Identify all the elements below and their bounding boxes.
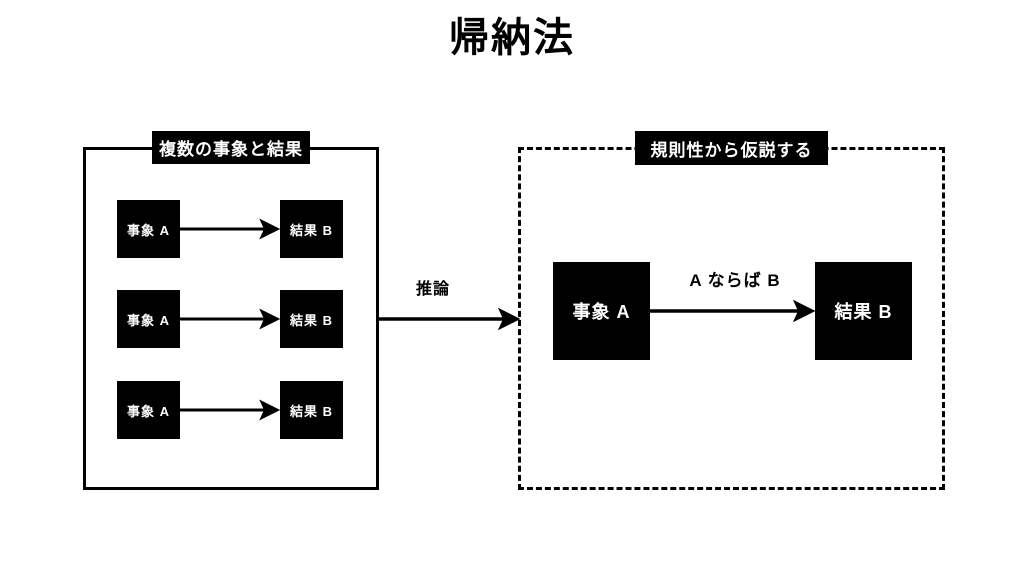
node-effect-1: 結果 B [280,200,343,258]
panel-hypothesis-header: 規則性から仮説する [635,131,828,165]
hypothesis-arrow-label: A ならば B [689,271,781,290]
node-cause-hypothesis: 事象 A [553,262,650,360]
node-cause-2: 事象 A [117,290,180,348]
node-effect-hypothesis: 結果 B [815,262,912,360]
node-cause-3: 事象 A [117,381,180,439]
panel-observations-header: 複数の事象と結果 [152,131,310,164]
node-effect-2: 結果 B [280,290,343,348]
node-cause-1: 事象 A [117,200,180,258]
connector-arrow-label: 推論 [415,281,450,298]
page-title: 帰納法 [449,16,575,60]
node-effect-3: 結果 B [280,381,343,439]
